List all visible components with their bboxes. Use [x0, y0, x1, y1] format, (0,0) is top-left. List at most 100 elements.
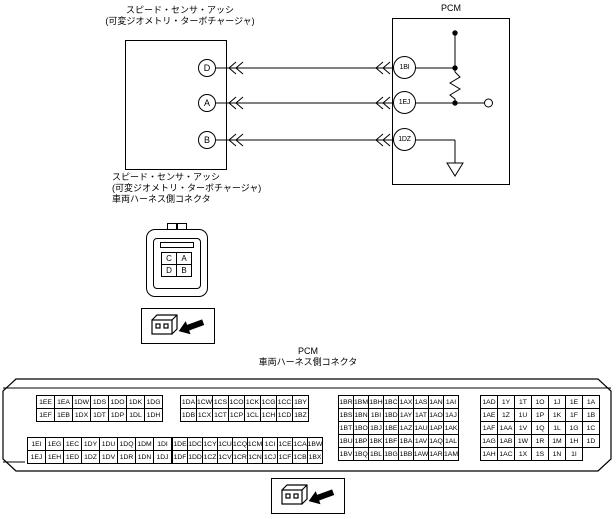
pin-cell-1AS: 1AS [413, 395, 429, 409]
pin-cell-1AD: 1AD [480, 395, 498, 409]
pin-cell-1DU: 1DU [99, 437, 118, 451]
pcm-pin-1EJ: 1EJ [393, 91, 416, 114]
arrow-icon [308, 489, 335, 505]
pin-cell-1CP: 1CP [228, 408, 245, 422]
pin-cell-1CK: 1CK [244, 395, 261, 409]
pin-cell-1AA: 1AA [497, 421, 515, 435]
pin-cell-1BL: 1BL [368, 447, 384, 461]
inline-connector-chevrons [228, 96, 391, 110]
sensor-title-line2: (可変ジオメトリ・ターボチャージャ) [105, 16, 255, 26]
pin-cell-1AC: 1AC [497, 447, 515, 461]
connector-direction-icon [151, 314, 205, 335]
pin-cell-1CO: 1CO [228, 395, 245, 409]
pin-row: D B [161, 264, 192, 277]
pin-cell-1AK: 1AK [443, 421, 459, 435]
pin-cell-1DP: 1DP [108, 408, 127, 422]
pin-cell-1DF: 1DF [172, 450, 188, 464]
pin-cell-1CJ: 1CJ [262, 450, 278, 464]
pin-cell-1AO: 1AO [428, 408, 444, 422]
pin-cell-1E: 1E [565, 395, 583, 409]
pin-cell-1EB: 1EB [54, 408, 73, 422]
sensor-pin-B: B [198, 131, 216, 149]
pin-cell-1CV: 1CV [217, 450, 233, 464]
pin-cell-1AG: 1AG [480, 434, 498, 448]
pin-cell-1EA: 1EA [54, 395, 73, 409]
pin-cell-1P: 1P [531, 408, 549, 422]
sensor-pin-D: D [198, 59, 216, 77]
pin-cell-1CU: 1CU [217, 437, 233, 451]
sensor-title-line1: スピード・センサ・アッシ [125, 5, 234, 15]
connector-view-box [141, 308, 215, 344]
pin-cell-1Q: 1Q [531, 421, 549, 435]
pin-cell-1U: 1U [514, 408, 532, 422]
pin-cell-1AE: 1AE [480, 408, 498, 422]
pin-cell-1C: 1C [582, 421, 600, 435]
connector-direction-icon [281, 484, 335, 505]
pin-cell-1EI: 1EI [27, 437, 46, 451]
pin-cell-1AN: 1AN [428, 395, 444, 409]
pin-cell-1BX: 1BX [307, 450, 323, 464]
arrow-icon [178, 319, 205, 335]
sensor-box [125, 40, 227, 170]
pin-cell-1L: 1L [548, 421, 566, 435]
pin-cell-1CQ: 1CQ [232, 437, 248, 451]
pin-cell-1X: 1X [514, 447, 532, 461]
pcm-connector-label-line1: PCM [298, 346, 318, 356]
pin-cell-1D: 1D [582, 434, 600, 448]
pin-cell-1DX: 1DX [72, 408, 91, 422]
sensor-connector-label-line2: (可変ジオメトリ・ターボチャージャ) [112, 183, 262, 193]
pcm-connector-label-line2: 車両ハーネス側コネクタ [258, 357, 358, 367]
pin-cell-1BO: 1BO [353, 421, 369, 435]
pin-cell-1EJ: 1EJ [27, 450, 46, 464]
pin-cell-1I: 1I [565, 447, 583, 461]
pin-cell-1CX: 1CX [196, 408, 213, 422]
inline-connector-chevrons [228, 133, 391, 147]
pin-cell-1AI: 1AI [443, 395, 459, 409]
pin-cell-1AL: 1AL [443, 434, 459, 448]
pin-cell-1AV: 1AV [413, 434, 429, 448]
pin-cell-1AQ: 1AQ [428, 434, 444, 448]
pin-cell-1DS: 1DS [90, 395, 109, 409]
pin-cell-1ED: 1ED [63, 450, 82, 464]
pin-cell-1AT: 1AT [413, 408, 429, 422]
pin-cell-1DR: 1DR [117, 450, 136, 464]
pin-cell-1M: 1M [548, 434, 566, 448]
pin-cell-1EF: 1EF [36, 408, 55, 422]
pin-cell-1CF: 1CF [277, 450, 293, 464]
sensor-title: スピード・センサ・アッシ (可変ジオメトリ・ターボチャージャ) [70, 5, 290, 27]
pin-cell-1EG: 1EG [45, 437, 64, 451]
pin-cell-1N: 1N [548, 447, 566, 461]
pin-cell-1BI: 1BI [368, 408, 384, 422]
pin-cell-1B: 1B [582, 408, 600, 422]
pin-cell-1Z: 1Z [497, 408, 515, 422]
pin-cell-1AR: 1AR [428, 447, 444, 461]
pcm-pin-1BI: 1BI [393, 56, 416, 79]
pin-cell-1DB: 1DB [180, 408, 197, 422]
sensor-connector-keyway [160, 242, 194, 248]
pin-cell-1BK: 1BK [368, 434, 384, 448]
sensor-pin-A: A [198, 94, 216, 112]
pin-row: C A [161, 252, 192, 265]
pin-cell-1CB: 1CB [292, 450, 308, 464]
connector-view-box [271, 478, 345, 514]
pin-cell-1EE: 1EE [36, 395, 55, 409]
pin-cell-1BC: 1BC [383, 395, 399, 409]
pin-cell-B: B [176, 264, 192, 277]
pin-cell-1DH: 1DH [144, 408, 163, 422]
pin-cell-1CR: 1CR [232, 450, 248, 464]
sensor-connector-label-line1: スピード・センサ・アッシ [112, 172, 221, 182]
pin-cell-1F: 1F [565, 408, 583, 422]
pin-cell-1CD: 1CD [276, 408, 293, 422]
pin-cell-1AM: 1AM [443, 447, 459, 461]
